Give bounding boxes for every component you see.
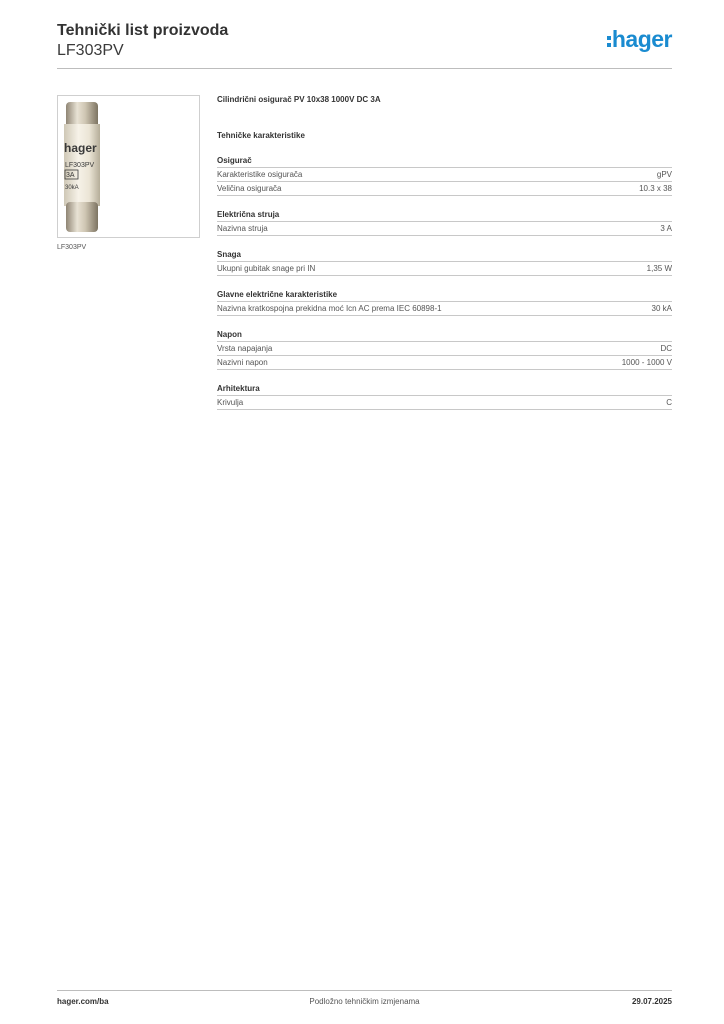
section-title: Električna struja <box>217 208 672 222</box>
spec-label: Veličina osigurača <box>217 184 282 193</box>
page-header: Tehnički list proizvoda LF303PV hager <box>57 20 673 69</box>
spec-value: 30 kA <box>651 304 672 313</box>
product-code-title: LF303PV <box>57 42 124 59</box>
fuse-brand-print: hager <box>64 141 97 155</box>
page-footer: hager.com/ba Podložno tehničkim izmjenam… <box>57 990 672 1006</box>
spec-label: Nazivna struja <box>217 224 268 233</box>
spec-row: Nazivna kratkospojna prekidna moć Icn AC… <box>217 302 672 316</box>
logo-text: hager <box>611 26 673 52</box>
spec-row: Krivulja C <box>217 396 672 410</box>
spec-value: DC <box>660 344 672 353</box>
product-photo: hager LF303PV 3A 30kA <box>57 95 200 238</box>
spec-value: C <box>666 398 672 407</box>
section-title: Osigurač <box>217 154 672 168</box>
section-glavne-karakteristike: Glavne električne karakteristike Nazivna… <box>217 288 672 316</box>
section-title: Napon <box>217 328 672 342</box>
footer-notice: Podložno tehničkim izmjenama <box>309 997 420 1006</box>
spec-row: Vrsta napajanja DC <box>217 342 672 356</box>
product-details: Cilindrični osigurač PV 10x38 1000V DC 3… <box>217 94 672 410</box>
section-title: Glavne električne karakteristike <box>217 288 672 302</box>
footer-date: 29.07.2025 <box>631 997 672 1006</box>
hager-logo: hager <box>606 26 673 52</box>
fuse-code-print: LF303PV <box>65 162 95 169</box>
section-elektricna-struja: Električna struja Nazivna struja 3 A <box>217 208 672 236</box>
spec-row: Veličina osigurača 10.3 x 38 <box>217 182 672 196</box>
section-snaga: Snaga Ukupni gubitak snage pri IN 1,35 W <box>217 248 672 276</box>
spec-value: 10.3 x 38 <box>639 184 672 193</box>
logo-dots-icon <box>606 35 611 47</box>
fuse-breaking-print: 30kA <box>65 185 79 191</box>
section-title: Snaga <box>217 248 672 262</box>
product-name: Cilindrični osigurač PV 10x38 1000V DC 3… <box>217 95 381 104</box>
section-title: Arhitektura <box>217 382 672 396</box>
spec-value: 3 A <box>660 224 672 233</box>
section-napon: Napon Vrsta napajanja DC Nazivni napon 1… <box>217 328 672 370</box>
specs-heading: Tehničke karakteristike <box>217 131 305 140</box>
spec-label: Nazivna kratkospojna prekidna moć Icn AC… <box>217 304 442 313</box>
fuse-image: hager LF303PV 3A 30kA <box>64 102 100 232</box>
spec-row: Nazivna struja 3 A <box>217 222 672 236</box>
spec-label: Krivulja <box>217 398 244 407</box>
spec-label: Ukupni gubitak snage pri IN <box>217 264 316 273</box>
spec-row: Nazivni napon 1000 - 1000 V <box>217 356 672 370</box>
spec-row: Ukupni gubitak snage pri IN 1,35 W <box>217 262 672 276</box>
spec-row: Karakteristike osigurača gPV <box>217 168 672 182</box>
spec-value: gPV <box>656 170 672 179</box>
spec-label: Nazivni napon <box>217 358 268 367</box>
fuse-rating-print: 3A <box>66 172 75 179</box>
section-arhitektura: Arhitektura Krivulja C <box>217 382 672 410</box>
section-osigurac: Osigurač Karakteristike osigurača gPV Ve… <box>217 154 672 196</box>
website-link[interactable]: hager.com/ba <box>57 997 109 1006</box>
spec-label: Vrsta napajanja <box>217 344 273 353</box>
spec-label: Karakteristike osigurača <box>217 170 303 179</box>
page-title: Tehnički list proizvoda <box>57 22 229 39</box>
photo-caption: LF303PV <box>57 244 87 251</box>
spec-value: 1000 - 1000 V <box>621 358 672 367</box>
spec-value: 1,35 W <box>646 264 672 273</box>
